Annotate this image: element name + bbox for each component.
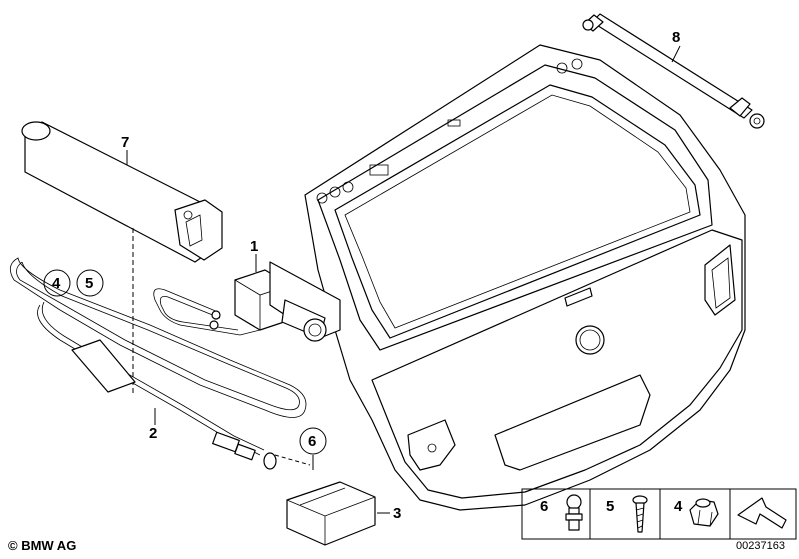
drive-unit-1: 1 [234,238,341,342]
legend-number-4: 4 [674,498,683,515]
callout-4-circled: 4 [52,275,61,292]
hex-nut-icon [689,498,719,527]
ball-stud-icon [565,494,583,531]
screw-icon [632,495,648,533]
callout-5-circled: 5 [85,275,93,292]
callout-3: 3 [393,505,401,522]
circled-callouts-4-5: 4 5 [43,269,104,297]
legend-number-5: 5 [606,498,614,515]
legend-number-6: 6 [540,498,548,515]
arrow-icon [737,497,787,529]
motor-cable-loop [153,288,261,336]
callout-2: 2 [149,425,157,442]
callout-8: 8 [672,29,680,46]
spindle-drive-8: 8 [582,13,765,129]
diagram-id: 00237163 [736,540,785,552]
hardware-legend: 6 5 4 [521,488,797,540]
callout-6-circled: 6 [308,433,316,450]
cover-7: 7 [21,121,223,395]
circled-callout-6: 6 [299,427,327,455]
wiring-harness-2: 2 [9,257,314,470]
tailgate-illustration [304,44,746,511]
control-unit-3: 3 [286,481,401,546]
callout-7: 7 [121,134,129,151]
copyright-label: © BMW AG [8,538,77,553]
callout-1: 1 [250,238,258,255]
